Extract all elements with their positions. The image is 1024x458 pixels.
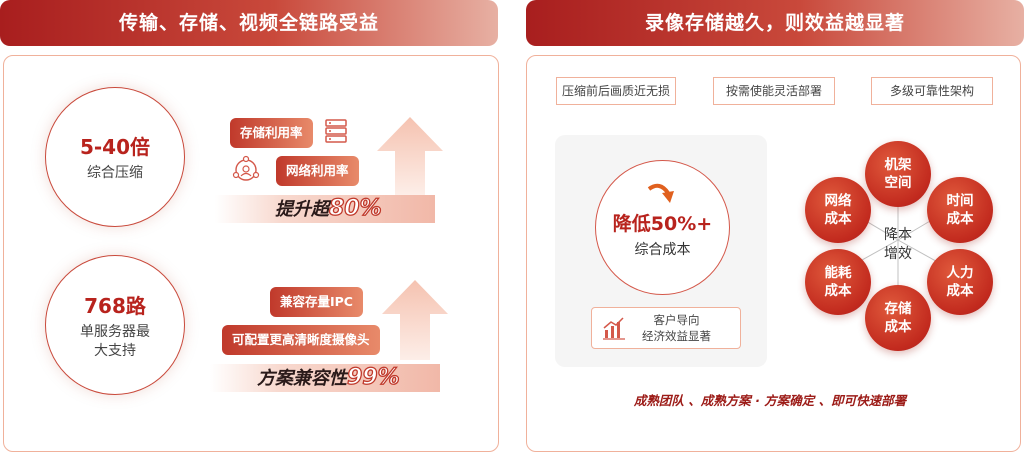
hub-center-line-1: 降本 (884, 227, 912, 243)
node-labor-line-2: 成本 (946, 283, 974, 299)
node-network-line-2: 成本 (824, 211, 852, 227)
node-storage-line-2: 成本 (884, 319, 912, 335)
promote-banner (215, 195, 435, 223)
customer-line-2: 经济效益显著 (642, 329, 711, 343)
down-curve-arrow-icon (647, 183, 674, 203)
route-label-1: 单服务器最 (80, 323, 150, 340)
route-value: 768路 (84, 293, 146, 318)
server-icon (325, 119, 347, 143)
node-time-cost: 时间成本 (927, 177, 993, 243)
feature-reliability: 多级可靠性架构 (871, 77, 993, 105)
node-time-line-1: 时间 (946, 193, 974, 209)
network-util-tag: 网络利用率 (276, 156, 359, 186)
node-network-cost: 网络成本 (805, 177, 871, 243)
feature-deploy: 按需使能灵活部署 (713, 77, 835, 105)
node-rack-line-1: 机架 (884, 157, 912, 173)
storage-util-tag: 存储利用率 (230, 118, 313, 148)
hd-camera-tag: 可配置更高清晰度摄像头 (222, 325, 380, 355)
up-arrow-icon-2 (382, 280, 448, 360)
node-labor-line-1: 人力 (946, 265, 974, 281)
cost-circle: 降低50%+ 综合成本 (595, 160, 730, 295)
compat-banner (210, 364, 440, 392)
compress-value: 5-40倍 (79, 135, 151, 159)
compat-label: 方案兼容性 (257, 368, 347, 389)
right-header: 录像存储越久，则效益越显著 (526, 0, 1024, 46)
up-arrow-icon (377, 117, 443, 195)
feature-lossless: 压缩前后画质近无损 (556, 77, 676, 105)
node-storage-cost: 存储成本 (865, 285, 931, 351)
node-rack-line-2: 空间 (884, 175, 912, 191)
node-energy-line-1: 能耗 (824, 265, 852, 281)
customer-text: 客户导向 经济效益显著 (642, 312, 711, 344)
hub-center-text: 降本 增效 (873, 226, 923, 264)
route-circle: 768路 单服务器最 大支持 (45, 255, 185, 395)
compat-ipc-tag: 兼容存量IPC (270, 287, 363, 317)
node-network-line-1: 网络 (824, 193, 852, 209)
node-storage-line-1: 存储 (884, 301, 912, 317)
node-labor-cost: 人力成本 (927, 249, 993, 315)
network-icon (232, 155, 260, 181)
left-header: 传输、存储、视频全链路受益 (0, 0, 498, 46)
compat-pct: 99% (346, 364, 400, 390)
promote-label: 提升超 (275, 199, 329, 220)
cost-title: 降低50%+ (612, 212, 713, 235)
promote-text: 提升超80% (275, 195, 382, 221)
compress-label: 综合压缩 (87, 165, 143, 181)
customer-line-1: 客户导向 (653, 313, 700, 327)
chart-growth-icon (603, 317, 625, 340)
route-label-2: 大支持 (94, 342, 136, 359)
footer-text: 成熟团队 、成熟方案 · 方案确定 、即可快速部署 (633, 393, 907, 408)
compat-text: 方案兼容性99% (257, 364, 400, 390)
customer-box: 客户导向 经济效益显著 (591, 307, 741, 349)
node-time-line-2: 成本 (946, 211, 974, 227)
cost-label: 综合成本 (634, 241, 691, 258)
node-energy-cost: 能耗成本 (805, 249, 871, 315)
hub-center-line-2: 增效 (884, 246, 912, 262)
node-energy-line-2: 成本 (824, 283, 852, 299)
compress-circle: 5-40倍 综合压缩 (45, 87, 185, 227)
node-rack-space: 机架空间 (865, 141, 931, 207)
promote-pct: 80% (328, 195, 382, 221)
